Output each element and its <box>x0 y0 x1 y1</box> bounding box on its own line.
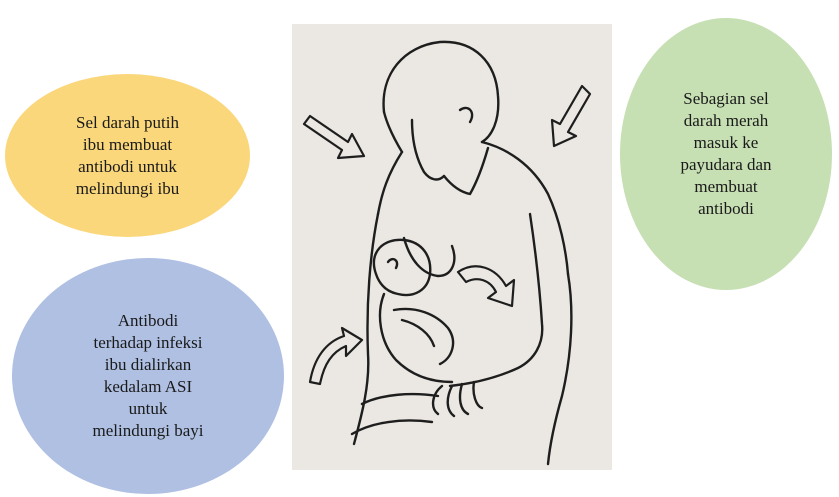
white-blood-cell-bubble: Sel darah putih ibu membuat antibodi unt… <box>5 74 250 237</box>
red-blood-cell-bubble: Sebagian sel darah merah masuk ke payuda… <box>620 18 832 290</box>
mother-shoulder-right <box>482 142 568 274</box>
mother-face <box>412 120 444 179</box>
mother-shoulder-left <box>378 152 402 214</box>
baby-arm <box>402 320 434 346</box>
arrow-top-right <box>552 86 590 146</box>
mother-hand <box>433 382 482 416</box>
mother-hair-line <box>384 112 402 152</box>
mother-lap <box>362 394 438 404</box>
baby-blanket <box>394 309 453 364</box>
red-blood-cell-text: Sebagian sel darah merah masuk ke payuda… <box>680 88 771 220</box>
antibody-breastmilk-text: Antibodi terhadap infeksi ibu dialirkan … <box>93 310 204 442</box>
mother-ear <box>460 108 472 122</box>
breastfeeding-illustration <box>292 24 612 470</box>
white-blood-cell-text: Sel darah putih ibu membuat antibodi unt… <box>76 112 179 200</box>
clothing-left <box>354 214 378 444</box>
arrow-middle <box>458 266 514 306</box>
mother-leg <box>352 421 432 435</box>
mother-back <box>548 274 571 464</box>
arrow-bottom-left <box>310 328 362 384</box>
arrow-top-left <box>304 116 364 158</box>
mother-head <box>384 42 499 142</box>
mother-collar <box>444 148 488 194</box>
baby-ear <box>388 259 397 268</box>
antibody-breastmilk-bubble: Antibodi terhadap infeksi ibu dialirkan … <box>12 258 284 494</box>
breastfeeding-drawing <box>292 24 612 470</box>
baby-body <box>380 294 452 382</box>
